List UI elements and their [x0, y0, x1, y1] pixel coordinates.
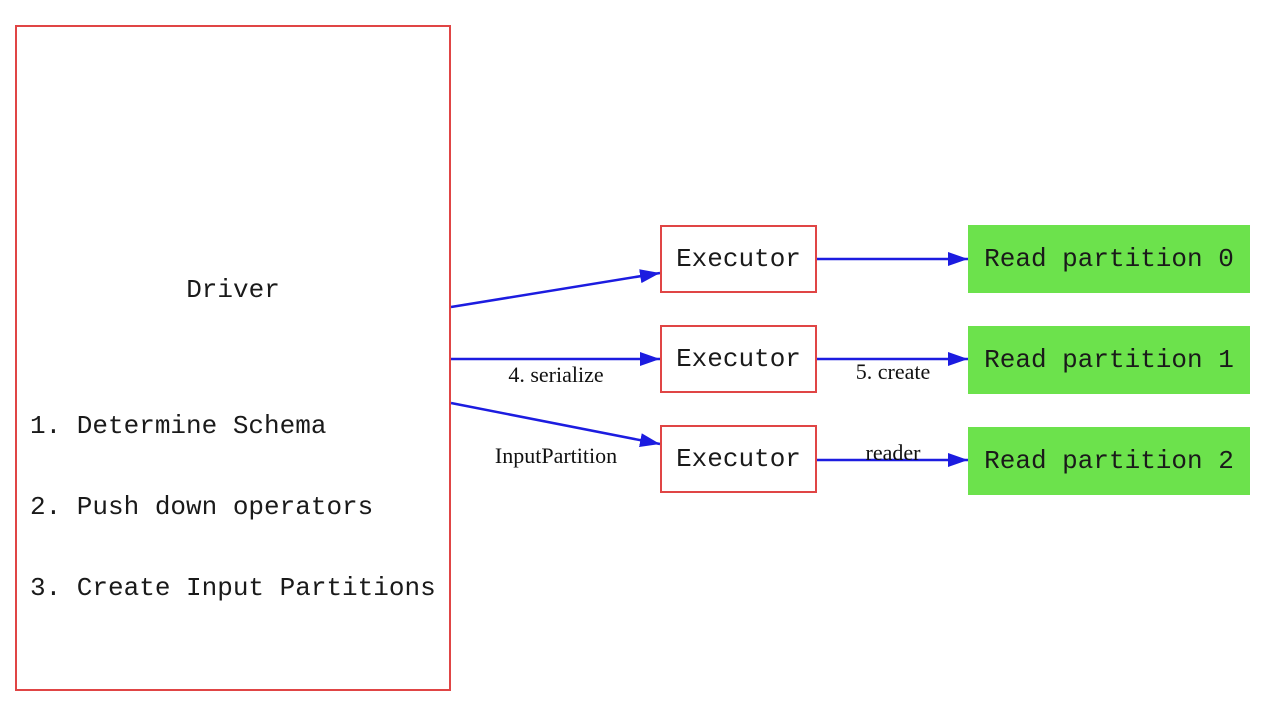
create-reader-label-line-2: reader	[865, 440, 921, 465]
executor-2-label: Executor	[676, 344, 801, 374]
create-reader-label-line-1: 5. create	[855, 359, 931, 384]
driver-steps-list: 1. Determine Schema 2. Push down operato…	[30, 359, 436, 656]
executor-1-label: Executor	[676, 244, 801, 274]
read-partition-1-label: Read partition 1	[984, 345, 1234, 375]
serialize-label-line-1: 4. serialize	[508, 362, 604, 387]
driver-step-3: 3. Create Input Partitions	[30, 573, 436, 603]
executor-3-label: Executor	[676, 444, 801, 474]
edge-label-serialize-inputpartition: 4. serialize InputPartition	[446, 307, 666, 523]
read-partition-node-2: Read partition 2	[968, 427, 1250, 495]
executor-node-1: Executor	[660, 225, 817, 293]
driver-step-2: 2. Push down operators	[30, 492, 374, 522]
read-partition-0-label: Read partition 0	[984, 244, 1234, 274]
executor-node-2: Executor	[660, 325, 817, 393]
serialize-label-line-2: InputPartition	[494, 443, 618, 468]
read-partition-2-label: Read partition 2	[984, 446, 1234, 476]
driver-title: Driver	[186, 275, 280, 305]
arrow-driver-to-executor-1	[450, 269, 661, 309]
read-partition-node-0: Read partition 0	[968, 225, 1250, 293]
executor-node-3: Executor	[660, 425, 817, 493]
edge-label-create-reader: 5. create reader	[813, 304, 973, 520]
driver-node: Driver 1. Determine Schema 2. Push down …	[15, 25, 451, 691]
read-partition-node-1: Read partition 1	[968, 326, 1250, 394]
driver-step-1: 1. Determine Schema	[30, 411, 327, 441]
